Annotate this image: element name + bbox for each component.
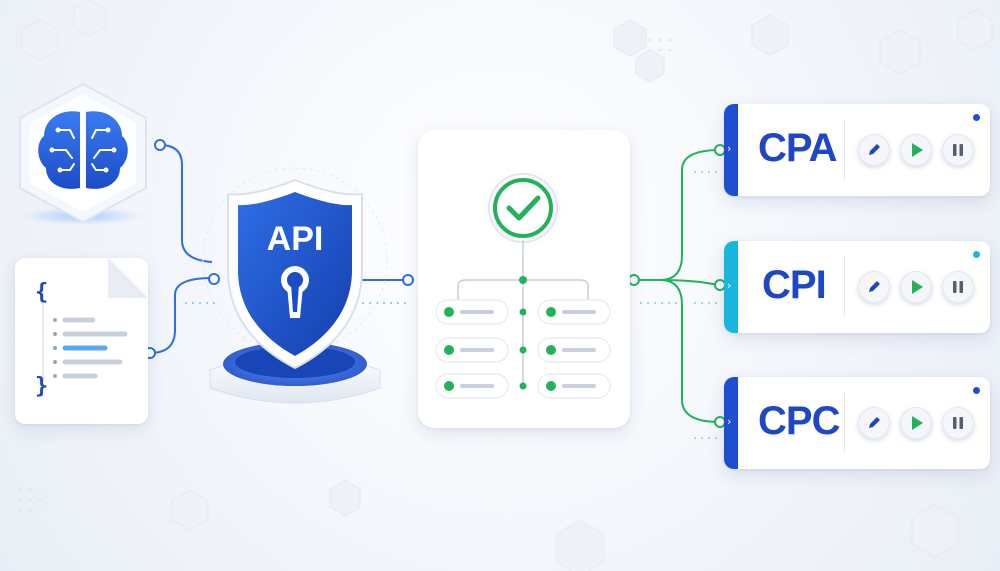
brain-circuit-icon	[19, 82, 147, 225]
chevron-right-icon: ›	[727, 142, 732, 155]
code-document: { }	[15, 258, 148, 424]
chevron-right-icon: ›	[727, 415, 732, 428]
close-brace: }	[35, 374, 49, 399]
divider	[844, 120, 845, 180]
brain-node	[8, 78, 158, 228]
play-icon	[912, 143, 923, 157]
pause-button[interactable]	[942, 407, 974, 439]
pencil-icon	[869, 417, 880, 428]
pause-icon	[953, 144, 963, 156]
shield-keyhole-icon	[202, 167, 388, 404]
pause-icon	[953, 417, 963, 429]
campaign-label: CPA	[758, 126, 837, 170]
api-shield-node: API	[200, 150, 390, 430]
play-button[interactable]	[900, 407, 932, 439]
pencil-icon	[869, 144, 880, 155]
play-button[interactable]	[900, 271, 932, 303]
campaign-edge	[724, 241, 738, 333]
campaign-card-cpi: › CPI	[724, 241, 990, 333]
play-button[interactable]	[900, 134, 932, 166]
edit-button[interactable]	[858, 271, 890, 303]
status-dot	[973, 114, 980, 121]
play-icon	[912, 280, 923, 294]
campaign-edge	[724, 377, 738, 469]
checkmark-icon	[506, 195, 541, 221]
status-dot	[973, 251, 980, 258]
divider	[844, 393, 845, 453]
campaign-label: CPC	[758, 399, 840, 443]
divider	[844, 257, 845, 317]
shield-label: API	[266, 220, 324, 258]
pencil-icon	[869, 281, 880, 292]
edit-button[interactable]	[858, 407, 890, 439]
validation-tree	[435, 160, 611, 399]
campaign-card-cpc: › CPC	[724, 377, 990, 469]
chevron-right-icon: ›	[727, 279, 732, 292]
pause-button[interactable]	[942, 134, 974, 166]
play-icon	[912, 416, 923, 430]
pause-icon	[953, 281, 963, 293]
pause-button[interactable]	[942, 271, 974, 303]
status-dot	[973, 387, 980, 394]
campaign-edge	[724, 104, 738, 196]
campaign-card-cpa: › CPA	[724, 104, 990, 196]
open-brace: {	[35, 280, 49, 305]
validation-card	[418, 130, 630, 428]
edit-button[interactable]	[858, 134, 890, 166]
campaign-label: CPI	[762, 263, 827, 307]
code-document-icon	[42, 258, 148, 382]
